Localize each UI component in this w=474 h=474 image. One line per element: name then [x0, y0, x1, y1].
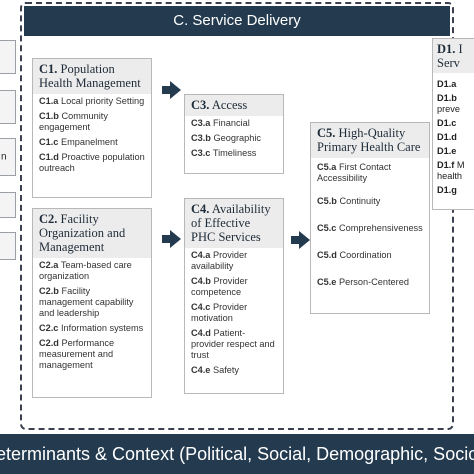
c4-item-c: C4.c Provider motivation	[191, 302, 248, 323]
arrow-right-icon	[162, 81, 181, 99]
section-title: C. Service Delivery	[173, 12, 301, 29]
d1-box: D1. I Serv D1.a D1.b preve D1.c D1.d D1.…	[432, 38, 474, 210]
c3-item-b: C3.b Geographic	[191, 133, 261, 143]
c5-code: C5.	[317, 126, 336, 140]
c1-item-c: C1.c Empanelment	[39, 137, 118, 147]
d1-item: D1.e	[437, 146, 457, 156]
c4-header: C4. Availability of Effective PHC Servic…	[185, 199, 283, 248]
left-panel-stub-1	[0, 40, 16, 74]
left-panel-stub-label: n	[1, 151, 7, 163]
footer-banner: eterminants & Context (Political, Social…	[0, 434, 474, 474]
d1-item: preve	[437, 104, 460, 114]
c3-header: C3. Access	[185, 95, 283, 116]
c4-item-a: C4.a Provider availability	[191, 250, 248, 271]
c5-header: C5. High-Quality Primary Health Care	[311, 123, 429, 158]
d1-header: D1. I Serv	[433, 39, 474, 73]
c3-code: C3.	[191, 98, 210, 112]
left-panel-stub-4	[0, 192, 16, 218]
c4-item-d: C4.d Patient-provider respect and trust	[191, 328, 275, 360]
d1-item: health	[437, 171, 463, 181]
c2-item-b: C2.b Facility management capability and …	[39, 286, 134, 318]
c3-item-a: C3.a Financial	[191, 118, 250, 128]
footer-text: eterminants & Context (Political, Social…	[0, 444, 474, 464]
c5-box: C5. High-Quality Primary Health Care C5.…	[310, 122, 430, 314]
c1-item-b: C1.b Community engagement	[39, 111, 108, 132]
c5-item-c: C5.c Comprehensiveness	[317, 223, 423, 233]
c5-item-b: C5.b Continuity	[317, 196, 381, 206]
d1-item: D1.g	[437, 185, 457, 195]
c4-item-b: C4.b Provider competence	[191, 276, 248, 297]
c4-code: C4.	[191, 202, 210, 216]
c3-title: Access	[211, 98, 248, 112]
arrow-right-icon	[162, 230, 181, 248]
c4-title: Availability of Effective PHC Services	[191, 202, 271, 244]
left-panel-stub-5	[0, 232, 16, 260]
c2-item-a: C2.a Team-based care organization	[39, 260, 132, 281]
arrow-right-icon	[291, 231, 310, 249]
c2-code: C2.	[39, 212, 58, 226]
c2-item-c: C2.c Information systems	[39, 323, 144, 333]
c2-item-d: C2.d Performance measurement and managem…	[39, 338, 115, 370]
c3-box: C3. Access C3.a Financial C3.b Geographi…	[184, 94, 284, 174]
c1-title: Population Health Management	[39, 62, 141, 90]
c2-header: C2. Facility Organization and Management	[33, 209, 151, 258]
c1-box: C1. Population Health Management C1.a Lo…	[32, 58, 152, 198]
d1-item: D1.c	[437, 118, 457, 128]
c1-header: C1. Population Health Management	[33, 59, 151, 94]
d1-item: D1.a	[437, 79, 457, 89]
c1-code: C1.	[39, 62, 58, 76]
c5-title: High-Quality Primary Health Care	[317, 126, 421, 154]
c5-item-a: C5.a First Contact Accessibility	[317, 162, 392, 183]
d1-item: D1.d	[437, 132, 457, 142]
c4-box: C4. Availability of Effective PHC Servic…	[184, 198, 284, 394]
left-panel-stub-2	[0, 90, 16, 124]
c5-item-d: C5.d Coordination	[317, 250, 392, 260]
d1-item: D1.f M	[437, 160, 465, 170]
c4-item-e: C4.e Safety	[191, 365, 240, 375]
left-panel-stub-3: n	[0, 138, 16, 176]
c2-box: C2. Facility Organization and Management…	[32, 208, 152, 398]
c5-item-e: C5.e Person-Centered	[317, 277, 409, 287]
c1-item-d: C1.d Proactive population outreach	[39, 152, 145, 173]
c2-title: Facility Organization and Management	[39, 212, 126, 254]
section-banner: C. Service Delivery	[24, 6, 450, 36]
c3-item-c: C3.c Timeliness	[191, 148, 257, 158]
d1-item: D1.b	[437, 93, 457, 103]
c1-item-a: C1.a Local priority Setting	[39, 96, 145, 106]
